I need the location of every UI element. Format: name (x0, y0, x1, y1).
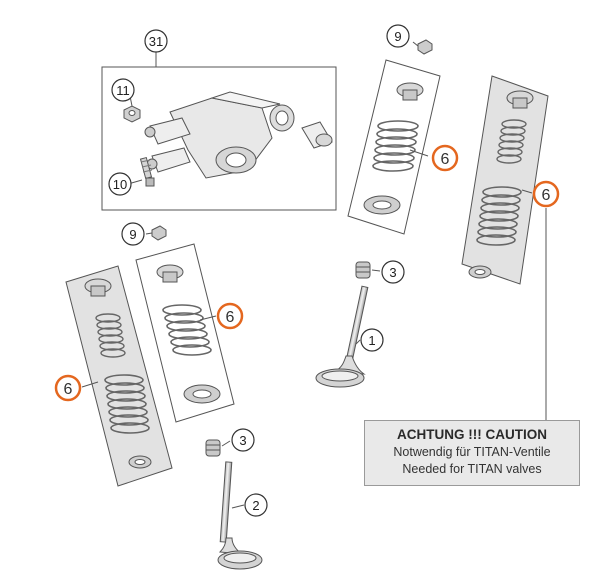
svg-text:31: 31 (149, 34, 163, 49)
valve-cotter-icon (151, 39, 433, 241)
outer-spring-icon (104, 374, 150, 434)
svg-text:9: 9 (129, 227, 136, 242)
svg-text:11: 11 (116, 83, 130, 98)
titan-spring-panel-right (461, 75, 549, 285)
spring-seat-icon (128, 455, 152, 469)
callout-9-lower: 9 (121, 222, 145, 246)
caution-line-de: Notwendig für TITAN-Ventile (393, 445, 551, 459)
inner-spring-icon (496, 119, 527, 164)
bushing-icon (269, 104, 333, 149)
leader-lines (81, 41, 547, 509)
callout-6-lower-middle: 6 (216, 302, 244, 330)
callout-11: 11 (111, 78, 135, 102)
spring-seat-icon (183, 384, 221, 404)
callout-31: 31 (144, 29, 168, 53)
rocker-arm-icon (144, 91, 281, 179)
callout-3-upper: 3 (381, 260, 405, 284)
spring-retainer-icon (156, 264, 184, 283)
caution-title: ACHTUNG !!! CAUTION (397, 427, 547, 442)
svg-text:2: 2 (252, 498, 259, 513)
svg-text:6: 6 (542, 187, 551, 204)
callout-2: 2 (244, 493, 268, 517)
spring-seat-icon (363, 195, 401, 215)
svg-text:10: 10 (113, 177, 127, 192)
valve-2-icon (217, 461, 263, 570)
valve-spring-icon (372, 120, 419, 172)
spring-retainer-icon (506, 90, 534, 109)
svg-text:3: 3 (389, 265, 396, 280)
callout-6-upper-right: 6 (532, 180, 560, 208)
svg-text:3: 3 (239, 433, 246, 448)
svg-text:6: 6 (64, 381, 73, 398)
callout-9-upper: 9 (386, 24, 410, 48)
svg-text:6: 6 (226, 309, 235, 326)
callout-3-lower: 3 (231, 428, 255, 452)
rocker-arm-group (101, 52, 337, 211)
upper-spring-panel (347, 59, 441, 235)
callout-10: 10 (108, 172, 132, 196)
outer-spring-icon (476, 186, 522, 246)
callout-6-upper-middle: 6 (431, 144, 459, 172)
svg-text:9: 9 (394, 29, 401, 44)
svg-text:6: 6 (441, 151, 450, 168)
valve-1-icon (315, 285, 369, 388)
inner-spring-icon (95, 313, 126, 358)
callout-6-lower-left: 6 (54, 374, 82, 402)
callout-1: 1 (360, 328, 384, 352)
adjust-screw-icon (139, 156, 155, 187)
lower-spring-panel (135, 243, 235, 423)
caution-line-en: Needed for TITAN valves (402, 462, 542, 476)
titan-spring-panel-left (65, 265, 173, 487)
spring-retainer-icon (84, 278, 112, 297)
valve-stem-seal-icon (205, 261, 371, 457)
adjust-nut-icon (123, 105, 141, 123)
valve-spring-icon (162, 304, 212, 356)
spring-retainer-icon (396, 82, 424, 101)
spring-seat-icon (468, 265, 492, 279)
svg-text:1: 1 (368, 333, 375, 348)
caution-box: ACHTUNG !!! CAUTION Notwendig für TITAN-… (364, 420, 580, 486)
